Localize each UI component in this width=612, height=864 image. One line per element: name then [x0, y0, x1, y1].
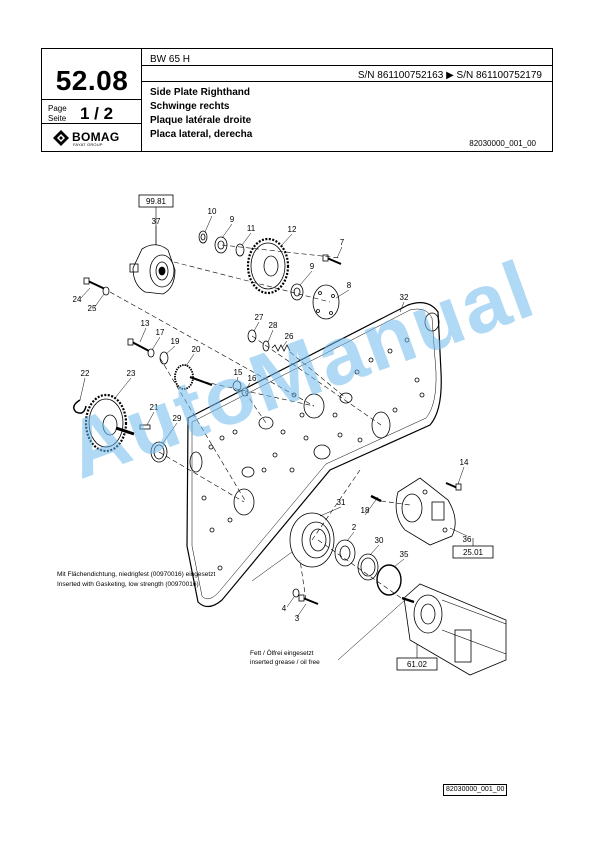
bomag-diamond-logo-icon: [53, 130, 69, 146]
svg-text:27: 27: [255, 313, 264, 322]
ring-19: [159, 351, 169, 365]
svg-text:7: 7: [340, 238, 345, 247]
svg-text:20: 20: [192, 345, 201, 354]
key-21: [139, 424, 151, 430]
svg-text:35: 35: [400, 550, 409, 559]
bolt-7: [322, 254, 342, 265]
side-plate-32: [186, 302, 442, 608]
svg-text:32: 32: [400, 293, 409, 302]
reference-box-99-81: 99.81: [138, 194, 174, 208]
svg-text:4: 4: [282, 604, 287, 613]
svg-text:26: 26: [285, 332, 294, 341]
serial-range: S/N 861100752163 ▶ S/N 861100752179: [357, 70, 542, 81]
svg-text:23: 23: [127, 369, 136, 378]
gear-23: [84, 393, 135, 453]
bolt-13: [127, 338, 155, 358]
pinion-20: [174, 364, 213, 390]
svg-text:30: 30: [375, 536, 384, 545]
title-es: Placa lateral, derecha: [150, 129, 253, 140]
section-number: 52.08: [55, 65, 129, 96]
logo-brand: BOMAG: [72, 130, 120, 144]
page-label: Page Seite: [48, 104, 67, 124]
header-divider-section: [42, 99, 141, 100]
svg-text:29: 29: [173, 414, 182, 423]
header-divider-model: [141, 65, 552, 66]
svg-text:36: 36: [463, 535, 472, 544]
svg-text:24: 24: [73, 295, 82, 304]
model-name: BW 65 H: [150, 54, 191, 65]
bearing-9: [214, 236, 228, 254]
svg-text:11: 11: [247, 224, 256, 233]
note-grease-de: Fett / Ölfrei eingesetzt: [250, 649, 314, 657]
svg-text:9: 9: [310, 262, 315, 271]
svg-text:25.01: 25.01: [463, 548, 484, 557]
title-de: Schwinge rechts: [150, 101, 230, 112]
svg-text:28: 28: [269, 321, 278, 330]
bearing-9b: [290, 283, 304, 301]
svg-text:22: 22: [81, 369, 90, 378]
motor-housing-37: [129, 244, 176, 295]
svg-text:2: 2: [352, 523, 357, 532]
page-label-en: Page: [48, 104, 67, 113]
cover-8: [312, 284, 340, 320]
note-gasketing-de: Mit Flächendichtung, niedrigfest (009700…: [57, 571, 215, 578]
svg-text:25: 25: [88, 304, 97, 313]
ring-11: [235, 243, 245, 257]
svg-text:3: 3: [295, 614, 300, 623]
drum-axle-61-02: [401, 583, 507, 676]
spring-26: [271, 344, 291, 352]
part-labels: 37 10 9 11 12 7 9 8 32 24 25 13 17 19 20…: [73, 207, 472, 623]
title-fr: Plaque latérale droite: [150, 115, 252, 126]
svg-text:37: 37: [152, 217, 161, 226]
drawing-number: 82030000_001_00: [469, 139, 536, 148]
header-divider-vertical: [141, 49, 142, 151]
bolt-24: [83, 277, 110, 296]
assembly-notes: Mit Flächendichtung, niedrigfest (009700…: [57, 571, 320, 666]
svg-text:17: 17: [156, 328, 165, 337]
svg-text:15: 15: [234, 368, 243, 377]
header-divider-page: [42, 123, 141, 124]
svg-text:13: 13: [141, 319, 150, 328]
gear-12: [246, 237, 290, 295]
bolt-14: [445, 482, 462, 491]
svg-text:18: 18: [361, 506, 370, 515]
oring-35: [376, 564, 402, 596]
leader-lines: [79, 215, 468, 618]
seal-30: [357, 553, 379, 581]
svg-text:14: 14: [460, 458, 469, 467]
note-grease-en: inserted grease / oil free: [250, 659, 320, 666]
svg-text:61.02: 61.02: [407, 660, 428, 669]
bolt-3: [292, 588, 319, 605]
circlip-22: [73, 399, 87, 414]
bearing-2: [334, 539, 356, 567]
bearing-10: [198, 230, 208, 244]
svg-text:19: 19: [171, 337, 180, 346]
svg-text:16: 16: [248, 374, 257, 383]
svg-text:9: 9: [230, 215, 235, 224]
header-divider-serial: [141, 81, 552, 82]
header-block: 52.08 Page Seite 1 / 2 BOMAG FAYAT GROUP…: [41, 48, 553, 152]
logo-subtitle: FAYAT GROUP: [73, 142, 103, 147]
svg-text:31: 31: [337, 498, 346, 507]
reference-box-25-01: 25.01: [452, 545, 494, 559]
svg-text:12: 12: [288, 225, 297, 234]
page-number: 1 / 2: [80, 104, 114, 123]
assembly-lines: [109, 244, 411, 601]
bomag-logo: BOMAG FAYAT GROUP: [52, 128, 136, 148]
pin-18: [370, 494, 382, 503]
note-gasketing-en: Inserted with Gasketing, low strength (0…: [57, 581, 199, 588]
svg-text:10: 10: [208, 207, 217, 216]
footer-drawing-code: 82030000_001_00: [443, 784, 508, 796]
title-en: Side Plate Righthand: [150, 87, 251, 98]
hydraulic-motor-36: [395, 477, 456, 546]
svg-text:99.81: 99.81: [146, 197, 167, 206]
svg-text:21: 21: [150, 403, 159, 412]
svg-text:8: 8: [347, 281, 352, 290]
reference-box-61-02: 61.02: [396, 657, 438, 671]
page-label-de: Seite: [48, 114, 67, 123]
